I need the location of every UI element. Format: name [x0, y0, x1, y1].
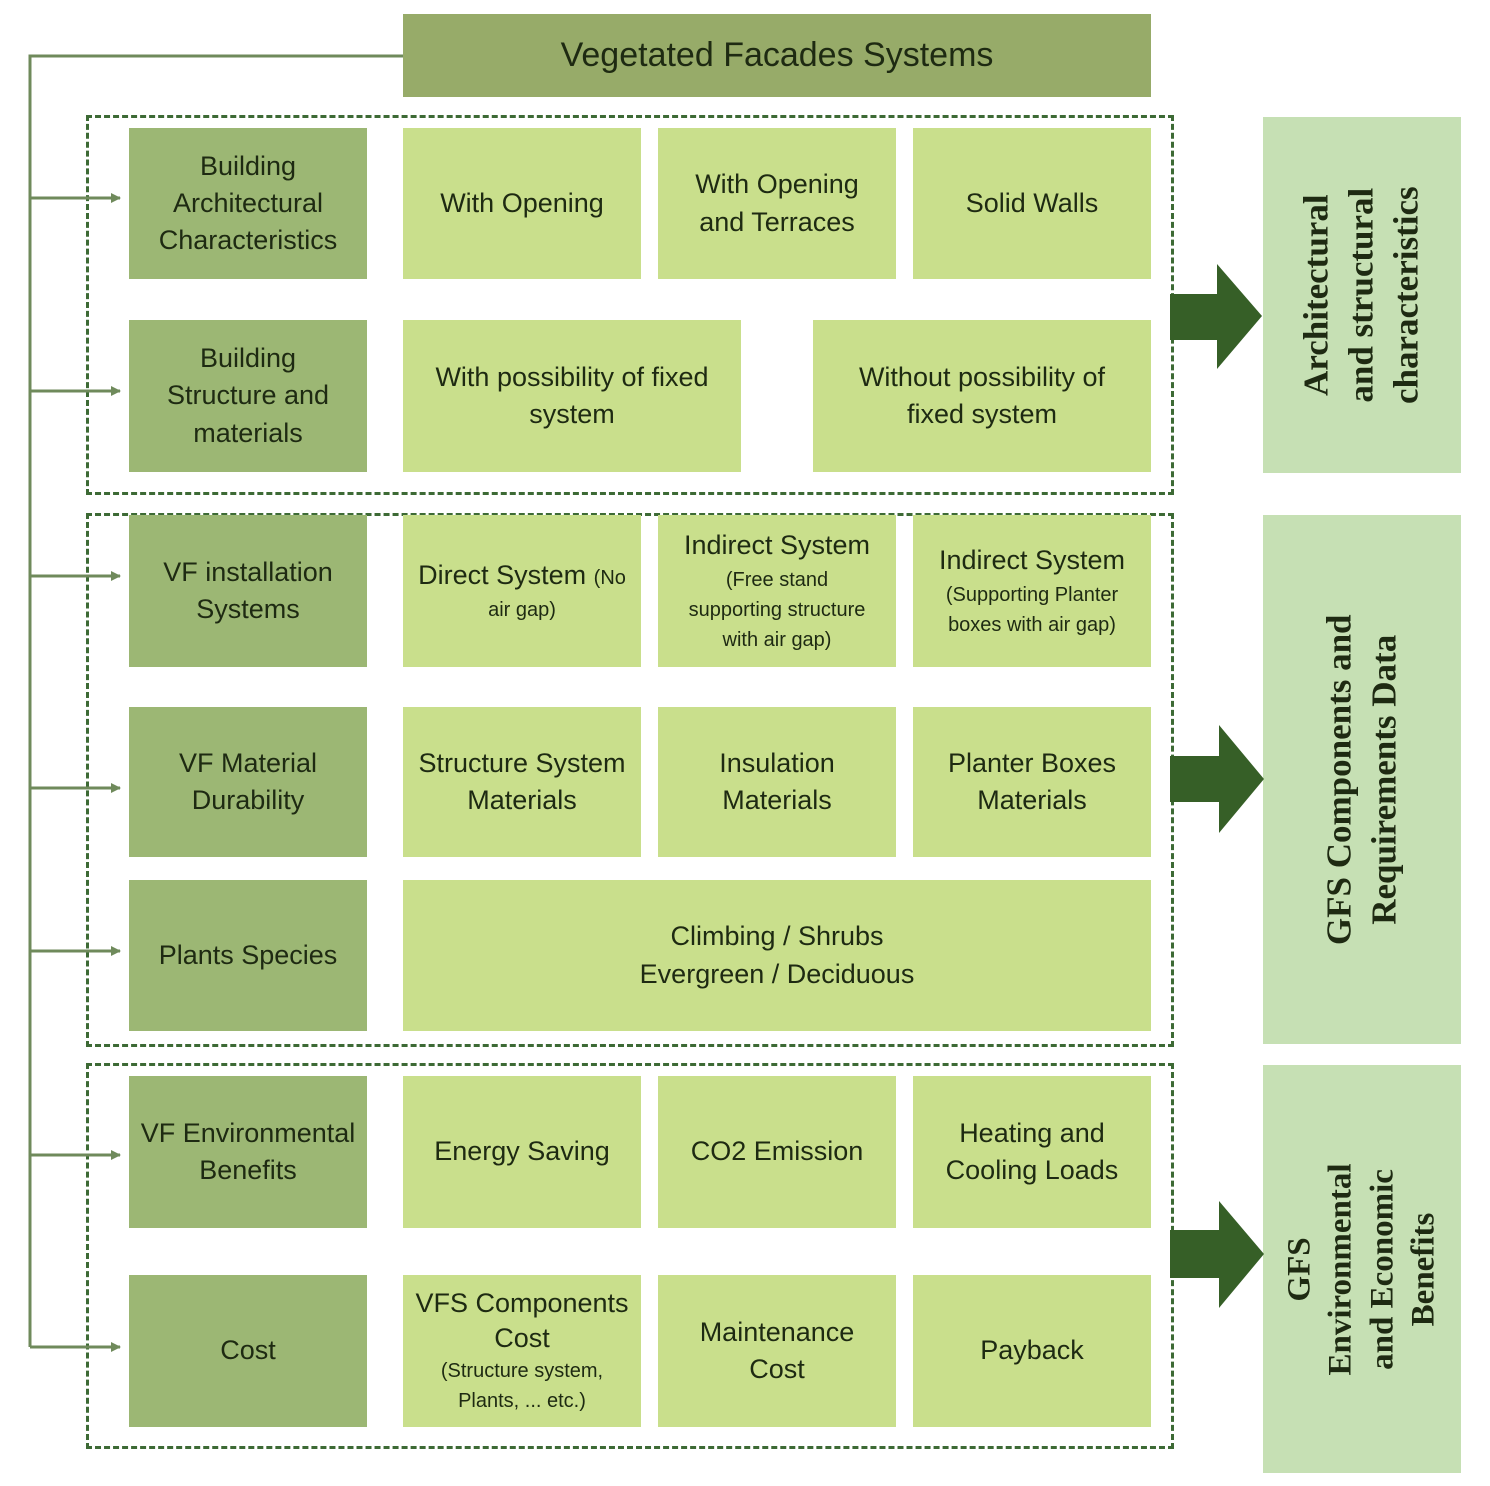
option-note: (Supporting Planter [945, 583, 1119, 606]
option-line: Materials [467, 785, 577, 815]
option-payback: Payback [913, 1275, 1151, 1427]
group-label-architectural: Architectural and structural characteris… [1263, 117, 1461, 473]
category-plants-species: Plants Species [129, 880, 367, 1031]
category-line: Plants Species [158, 939, 338, 970]
option-line: Payback [980, 1335, 1084, 1366]
option-line: With Opening [695, 169, 859, 200]
option-line: Heating and [959, 1117, 1105, 1148]
option-line: Climbing / Shrubs [670, 921, 884, 952]
option-line: system [529, 399, 615, 429]
option-co2-emission: CO2 Emission [658, 1076, 896, 1228]
option-maintenance-cost: Maintenance Cost [658, 1275, 896, 1427]
option-with-fixed-system: With possibility of fixed system [403, 320, 741, 472]
option-with-opening: With Opening [403, 128, 641, 279]
option-solid-walls: Solid Walls [913, 128, 1151, 279]
option-note: Plants, ... etc.) [458, 1390, 586, 1413]
category-line: Benefits [199, 1155, 297, 1185]
option-main: VFS Components [415, 1287, 629, 1318]
category-line: VF Environmental [140, 1117, 356, 1148]
option-line: Structure System [418, 747, 626, 778]
option-line: Materials [977, 785, 1087, 815]
option-line: Maintenance [699, 1316, 855, 1347]
option-main: Cost [494, 1323, 550, 1353]
category-line: Systems [196, 594, 300, 624]
category-line: Durability [191, 785, 305, 815]
option-direct-system: Direct System (No air gap) [403, 515, 641, 667]
category-line: Architectural [172, 187, 324, 218]
option-indirect-free-stand: Indirect System (Free stand supporting s… [658, 515, 896, 667]
option-without-fixed-system: Without possibility of fixed system [813, 320, 1151, 472]
category-line: Cost [220, 1335, 276, 1366]
option-line: Cost [749, 1354, 805, 1384]
option-note-inline: (No [593, 567, 626, 590]
option-line: Solid Walls [965, 187, 1099, 218]
option-note: with air gap) [722, 628, 832, 651]
option-line: Insulation [719, 747, 835, 778]
category-line: Building [199, 343, 297, 374]
option-line: Planter Boxes [947, 747, 1117, 778]
category-vf-installation: VF installation Systems [129, 515, 367, 667]
option-main: Indirect System [938, 545, 1126, 576]
option-line: With possibility of fixed [435, 361, 709, 392]
option-structure-system-materials: Structure System Materials [403, 707, 641, 857]
option-line: and Terraces [699, 206, 855, 237]
category-line: Structure and [166, 380, 330, 411]
option-with-opening-and-terraces: With Opening and Terraces [658, 128, 896, 279]
option-line: Cooling Loads [945, 1155, 1119, 1185]
group-arrow-architectural [1170, 264, 1262, 369]
diagram-title: Vegetated Facades Systems [403, 14, 1151, 97]
option-indirect-planter-boxes: Indirect System (Supporting Planter boxe… [913, 515, 1151, 667]
option-line: fixed system [906, 399, 1058, 429]
option-plant-types: Climbing / Shrubs Evergreen / Deciduous [403, 880, 1151, 1031]
option-line: With Opening [440, 187, 604, 218]
category-vf-material-durability: VF Material Durability [129, 707, 367, 857]
category-cost: Cost [129, 1275, 367, 1427]
option-insulation-materials: Insulation Materials [658, 707, 896, 857]
option-note: (Free stand [725, 568, 829, 591]
category-building-structure: Building Structure and materials [129, 320, 367, 472]
option-planter-boxes-materials: Planter Boxes Materials [913, 707, 1151, 857]
category-line: VF Material [178, 747, 318, 778]
category-vf-environmental-benefits: VF Environmental Benefits [129, 1076, 367, 1228]
option-line: Evergreen / Deciduous [639, 958, 915, 989]
option-heating-cooling-loads: Heating and Cooling Loads [913, 1076, 1151, 1228]
group-arrow-benefits [1170, 1201, 1264, 1308]
option-main: Indirect System [683, 530, 871, 561]
option-line: CO2 Emission [690, 1136, 864, 1167]
category-line: VF installation [163, 556, 333, 587]
group-arrow-components [1170, 725, 1264, 833]
category-line: materials [193, 417, 303, 448]
option-line: Energy Saving [434, 1136, 610, 1167]
option-main: Direct System [418, 560, 587, 591]
trunk-connector [28, 54, 403, 1347]
option-note: (Structure system, [440, 1360, 604, 1383]
option-note: air gap) [488, 598, 556, 621]
option-line: Materials [722, 785, 832, 815]
group-label-benefits: GFS Environmental and Economic Benefits [1263, 1065, 1461, 1473]
category-building-architectural: Building Architectural Characteristics [129, 128, 367, 279]
option-energy-saving: Energy Saving [403, 1076, 641, 1228]
group-label-components: GFS Components and Requirements Data [1263, 515, 1461, 1044]
option-note: supporting structure [688, 598, 866, 621]
option-note: boxes with air gap) [948, 613, 1116, 636]
option-line: Direct System (No [418, 557, 626, 594]
option-vfs-components-cost: VFS Components Cost (Structure system, P… [403, 1275, 641, 1427]
option-line: Without possibility of [858, 361, 1106, 392]
category-line: Building [199, 150, 297, 181]
category-line: Characteristics [158, 225, 338, 256]
